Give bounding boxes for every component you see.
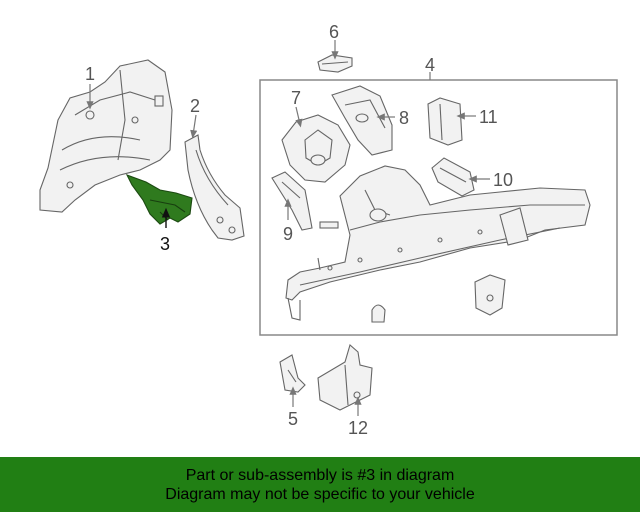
callout-4: 4	[425, 55, 435, 75]
callout-5: 5	[288, 409, 298, 429]
part-9-brace	[271, 171, 313, 231]
assembly-4-frame	[259, 79, 618, 336]
callout-7: 7	[291, 88, 301, 108]
leader-lines	[86, 40, 490, 416]
callout-10: 10	[493, 170, 513, 190]
part-7-tower	[281, 114, 351, 183]
callout-8: 8	[399, 108, 409, 128]
callout-6: 6	[329, 22, 339, 42]
info-banner: Part or sub-assembly is #3 in diagram Di…	[0, 457, 640, 512]
callout-3: 3	[160, 234, 170, 254]
part-5-clip	[279, 354, 306, 393]
callout-9: 9	[283, 224, 293, 244]
frame-rail-assembly	[285, 165, 591, 321]
banner-line-2: Diagram may not be specific to your vehi…	[165, 485, 475, 503]
part-1-wheelhouse-panel	[39, 59, 173, 213]
part-10-bracket	[431, 157, 475, 197]
callout-12: 12	[348, 418, 368, 438]
callout-2: 2	[190, 96, 200, 116]
part-2-wheel-arch-rail	[184, 134, 245, 241]
callout-11: 11	[479, 107, 498, 127]
part-11-bracket	[427, 97, 463, 146]
part-6-clip	[317, 54, 353, 73]
lower-bracket	[371, 274, 506, 323]
banner-line-1: Part or sub-assembly is #3 in diagram	[185, 466, 455, 484]
callout-1: 1	[85, 64, 95, 84]
part-3-bracket-highlighted	[125, 174, 193, 225]
part-12-bracket	[317, 344, 373, 411]
